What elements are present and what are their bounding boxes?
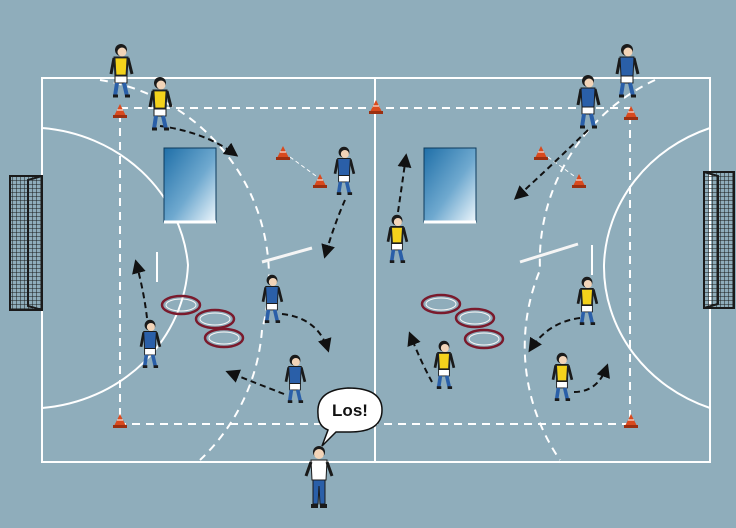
hoop [194, 308, 236, 330]
left-free-throw-line [99, 79, 270, 461]
hoop [420, 293, 462, 315]
hoop [454, 307, 496, 329]
player-blue [261, 274, 284, 323]
run-arrow [528, 317, 581, 353]
cone [624, 106, 638, 120]
left-goal-area-line [41, 127, 190, 409]
players [109, 44, 640, 403]
cone [113, 104, 127, 118]
pole-right [519, 242, 579, 264]
hoop [463, 328, 505, 350]
run-arrow [407, 331, 433, 383]
left-goal [9, 175, 43, 311]
right-goal-area-line [602, 127, 711, 409]
hoops-left [160, 294, 245, 349]
cone [276, 146, 290, 160]
player-yellow [576, 276, 599, 325]
cone [113, 414, 127, 428]
cone-guide-right [547, 156, 575, 177]
player-yellow [109, 44, 134, 98]
run-arrow [321, 199, 346, 259]
player-yellow [148, 77, 173, 131]
coach [304, 446, 334, 508]
cone [313, 174, 327, 188]
right-goal [703, 171, 735, 309]
run-arrow [573, 363, 610, 393]
player-blue [615, 44, 640, 98]
player-blue [333, 146, 356, 195]
player-yellow [386, 214, 409, 263]
pole-left [261, 246, 313, 264]
mat-left [163, 147, 217, 223]
cone [369, 100, 383, 114]
mat-right [423, 147, 477, 223]
run-arrow [281, 313, 332, 353]
cone [534, 146, 548, 160]
cone-guide-left [289, 156, 317, 177]
movement-arrows [132, 125, 610, 395]
player-blue [139, 319, 162, 368]
right-free-throw-line [523, 79, 656, 461]
speech-text: Los! [332, 401, 368, 420]
player-yellow [551, 352, 574, 401]
run-arrow [132, 259, 148, 319]
run-arrow [397, 153, 412, 213]
player-blue [284, 354, 307, 403]
player-yellow [433, 340, 456, 389]
cone [624, 414, 638, 428]
cones [113, 100, 638, 428]
cone [572, 174, 586, 188]
run-arrow [225, 369, 285, 395]
hoops-right [420, 293, 505, 350]
run-arrow [159, 125, 239, 157]
hoop [160, 294, 202, 316]
speech-bubble: Los! [317, 387, 383, 447]
player-blue [576, 75, 601, 129]
hoop [203, 327, 245, 349]
